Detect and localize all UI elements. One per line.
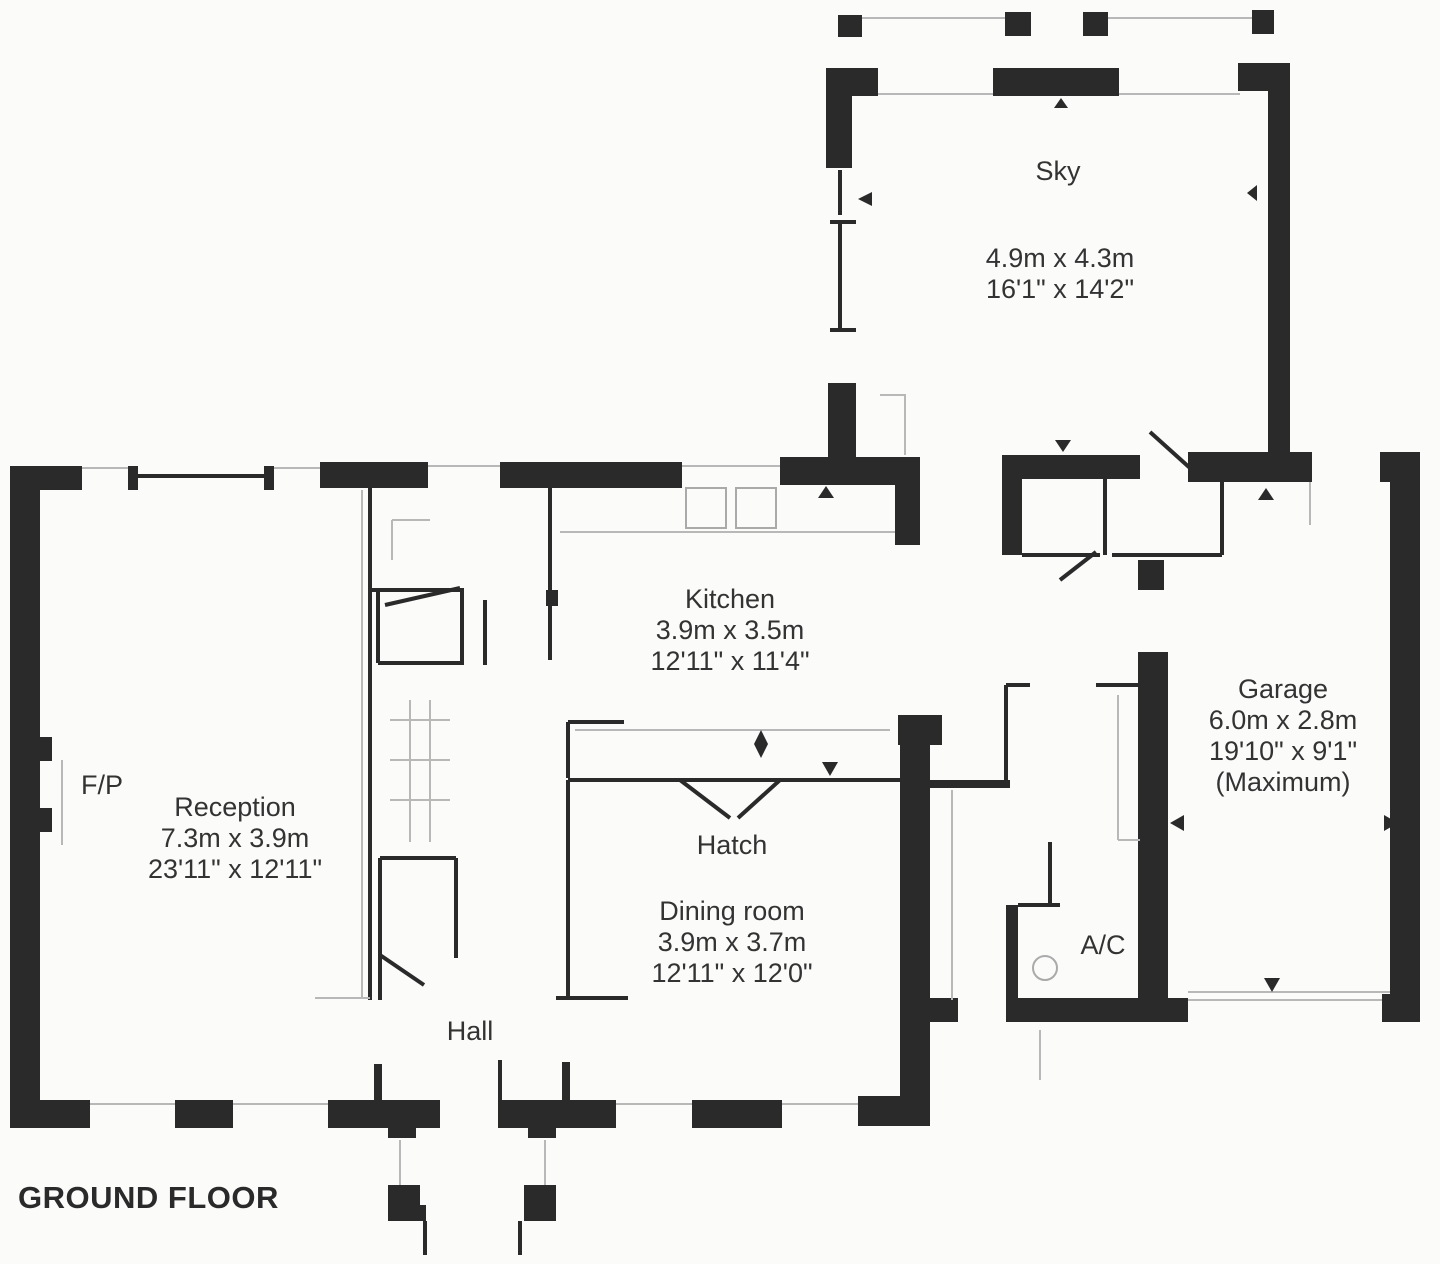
- kitchen-metric: 3.9m x 3.5m: [655, 615, 805, 645]
- reception-label: Reception 7.3m x 3.9m 23'11" x 12'11": [110, 792, 360, 885]
- utility-garage-walls: [951, 430, 1420, 1080]
- sky-room-label: Sky: [990, 156, 1126, 187]
- garage-name: Garage: [1237, 674, 1329, 704]
- floor-title: GROUND FLOOR: [18, 1180, 279, 1215]
- dining-room-label: Dining room 3.9m x 3.7m 12'11" x 12'0": [610, 896, 854, 989]
- fireplace-text: F/P: [80, 770, 123, 800]
- sky-room-metric: 4.9m x 4.3m: [985, 243, 1135, 273]
- hatch-text: Hatch: [696, 830, 768, 860]
- fireplace-label: F/P: [70, 770, 134, 801]
- garage-metric: 6.0m x 2.8m: [1208, 705, 1358, 735]
- reception-name: Reception: [174, 792, 296, 822]
- ac-text: A/C: [1080, 930, 1126, 960]
- kitchen-name: Kitchen: [684, 584, 776, 614]
- garage-label: Garage 6.0m x 2.8m 19'10" x 9'1" (Maximu…: [1168, 674, 1398, 798]
- reception-metric: 7.3m x 3.9m: [160, 823, 310, 853]
- sky-room-dimensions: 4.9m x 4.3m 16'1" x 14'2": [940, 243, 1180, 305]
- hall-label: Hall: [430, 1016, 510, 1047]
- dining-room-metric: 3.9m x 3.7m: [657, 927, 807, 957]
- kitchen-label: Kitchen 3.9m x 3.5m 12'11" x 11'4": [610, 584, 850, 677]
- sky-room-walls: [826, 10, 1290, 463]
- reception-walls: [10, 466, 440, 1128]
- sky-room-imperial: 16'1" x 14'2": [985, 274, 1135, 304]
- kitchen-imperial: 12'11" x 11'4": [650, 646, 810, 676]
- garage-imperial: 19'10" x 9'1": [1208, 736, 1358, 766]
- ac-label: A/C: [1066, 930, 1140, 961]
- dining-room-name: Dining room: [659, 896, 805, 926]
- hall-text: Hall: [446, 1016, 494, 1046]
- dining-room-imperial: 12'11" x 12'0": [651, 958, 813, 988]
- hall-structure: [370, 485, 558, 1000]
- sky-room-name: Sky: [1035, 156, 1081, 186]
- reception-imperial: 23'11" x 12'11": [147, 854, 323, 884]
- kitchen-dining-walls: [498, 487, 1010, 1128]
- north-walls: [10, 457, 920, 545]
- entrance-porch: [388, 1120, 556, 1255]
- hatch-label: Hatch: [670, 830, 794, 861]
- garage-note: (Maximum): [1215, 767, 1351, 797]
